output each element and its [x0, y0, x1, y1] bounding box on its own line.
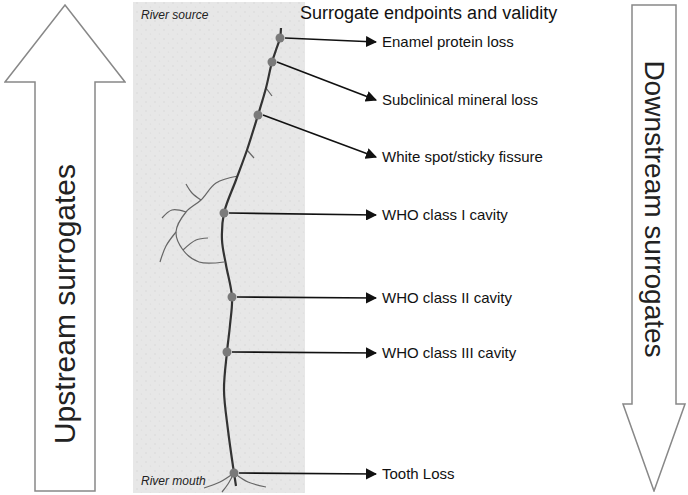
- stage-dot: [223, 348, 232, 357]
- leader-arrow: [277, 62, 376, 100]
- arrow-shape: [623, 5, 685, 491]
- river-panel-ground: [133, 2, 305, 493]
- river-branch: [234, 473, 266, 487]
- leader-arrow: [239, 473, 376, 474]
- leader-arrow: [263, 115, 376, 157]
- river-branch: [186, 184, 201, 200]
- stage-label: Enamel protein loss: [382, 33, 514, 51]
- stage-label: Tooth Loss: [382, 465, 455, 483]
- river-end-label: River mouth: [141, 474, 206, 488]
- diagram-title: Surrogate endpoints and validity: [300, 3, 550, 24]
- stage-dot: [220, 209, 229, 218]
- leader-arrow: [237, 297, 376, 298]
- stage-label: WHO class II cavity: [382, 289, 512, 307]
- river-panel: River sourceRiver mouth: [133, 2, 305, 493]
- leader-arrow: [285, 38, 376, 42]
- river-branch: [266, 88, 272, 96]
- stage-dot: [228, 293, 237, 302]
- stage-dot: [254, 111, 263, 120]
- downstream-arrow: Downstream surrogates: [622, 4, 686, 492]
- arrow-shape: [5, 5, 125, 491]
- arrow-label: Upstream surrogates: [50, 164, 80, 444]
- river-branch: [176, 176, 238, 263]
- leader-arrow: [229, 213, 376, 215]
- stage-dot: [268, 58, 277, 67]
- river-branch: [160, 232, 176, 262]
- upstream-arrow: Upstream surrogates: [4, 4, 126, 492]
- river-branch: [162, 210, 186, 218]
- stage-label: WHO class I cavity: [382, 206, 508, 224]
- stage-dot: [276, 34, 285, 43]
- arrow-label: Downstream surrogates: [640, 60, 668, 357]
- stage-label: WHO class III cavity: [382, 344, 516, 362]
- river-line: [222, 28, 281, 486]
- leader-arrow: [232, 352, 376, 353]
- stage-label: Subclinical mineral loss: [382, 91, 538, 109]
- river-end-label: River source: [141, 8, 208, 22]
- stage-label: White spot/sticky fissure: [382, 148, 543, 166]
- stage-dot: [230, 469, 239, 478]
- river-branch: [247, 150, 254, 158]
- river-branch: [183, 238, 208, 250]
